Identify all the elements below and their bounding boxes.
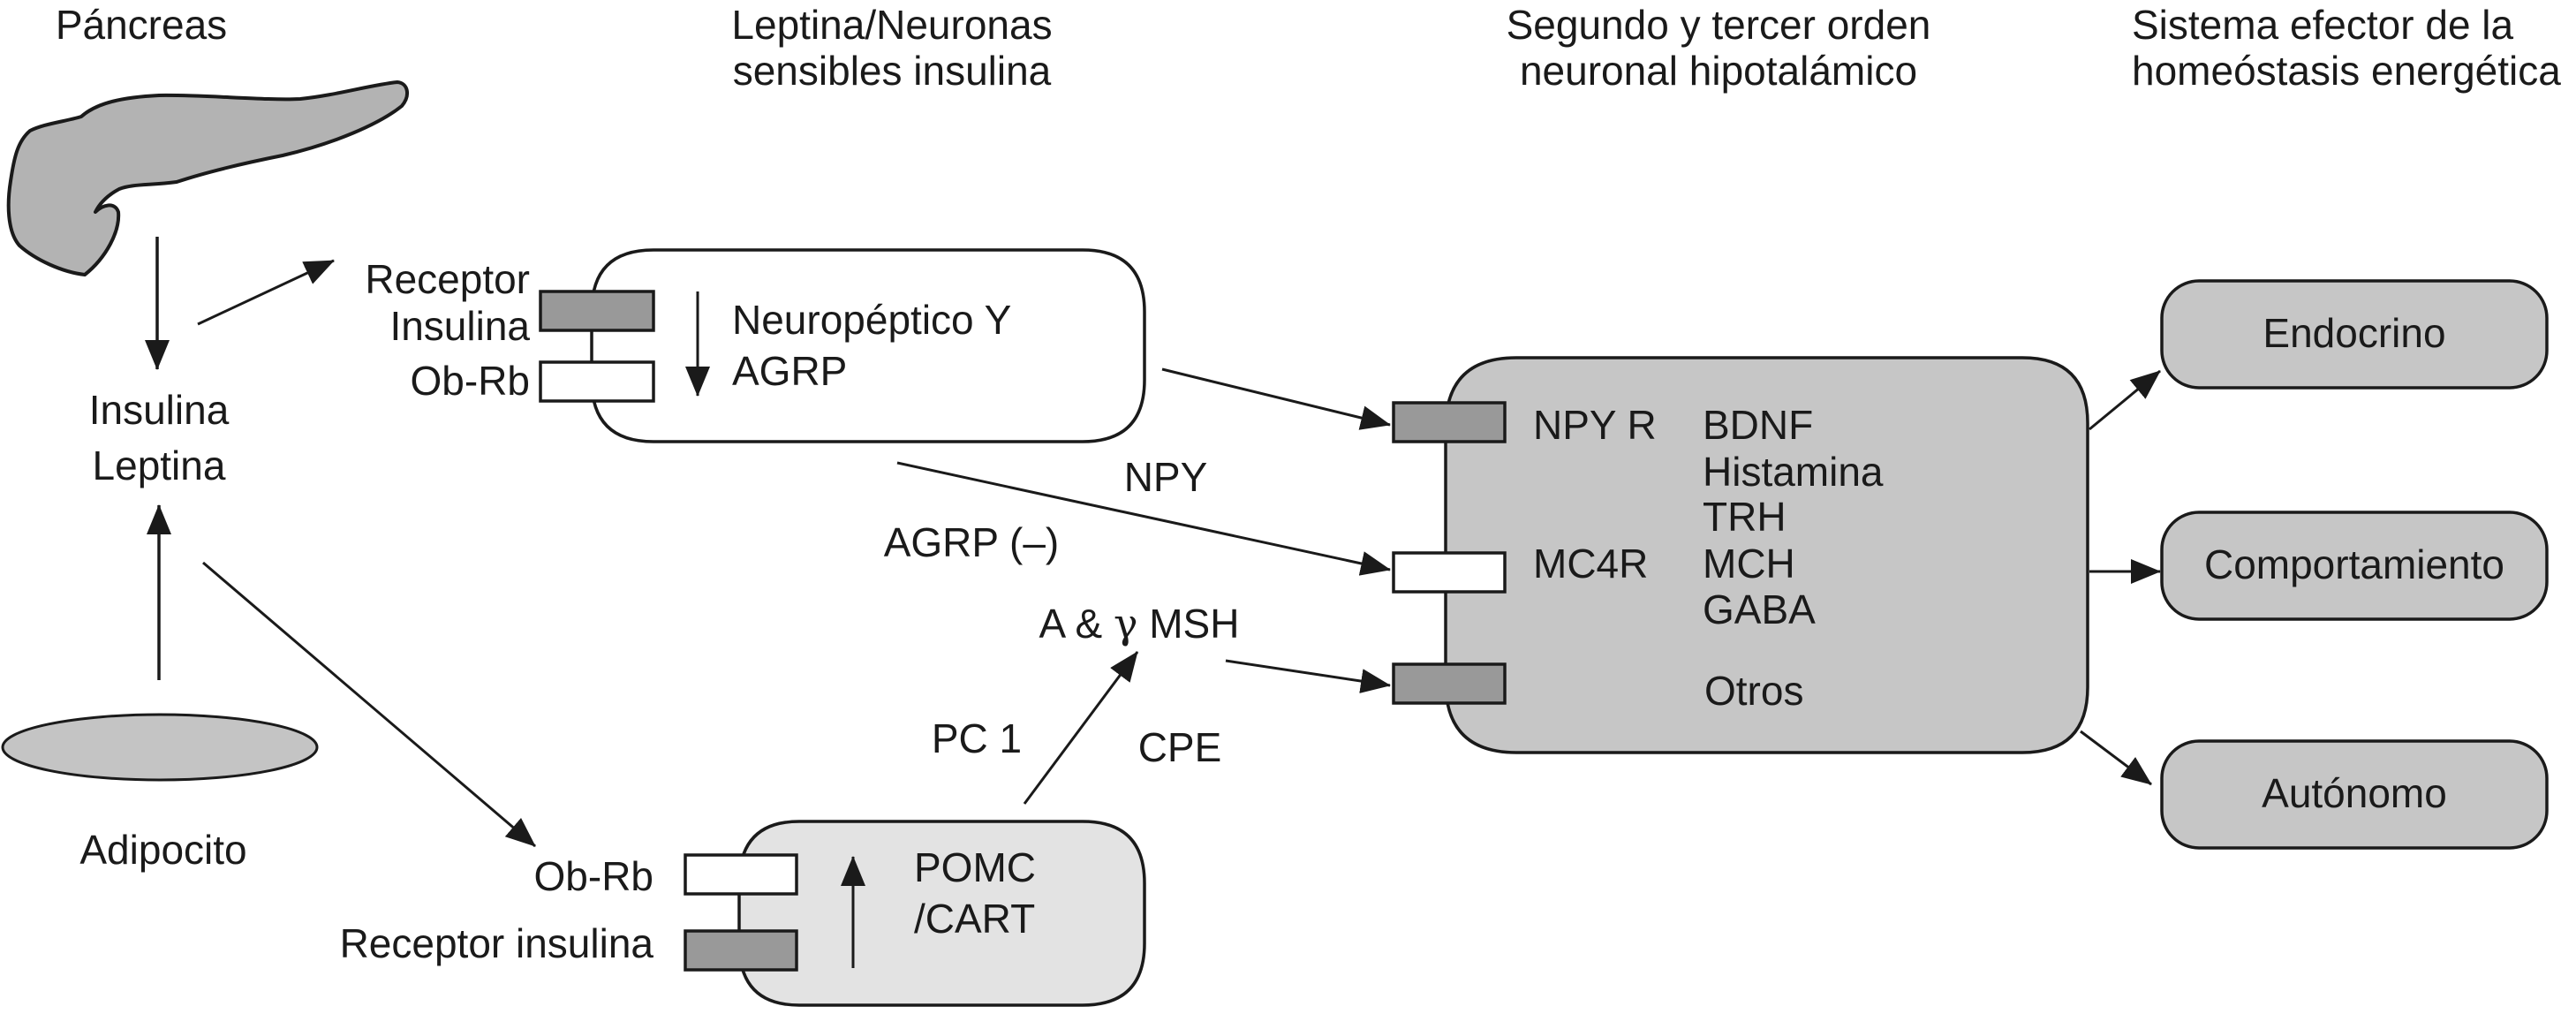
- insulin-receptor-anorexigenic: [684, 929, 798, 972]
- signal-msh-label: A & γ MSH: [1039, 600, 1240, 647]
- mediator-bdnf: BDNF: [1703, 402, 1813, 448]
- column-header-effector-line1: Sistema efector de la: [2132, 2, 2514, 48]
- arrow-npy-to-npyr: [1161, 367, 1391, 430]
- column-header-pancreas: Páncreas: [56, 2, 227, 48]
- signal-agrp-label: AGRP (–): [884, 519, 1060, 565]
- leptin-receptor-anorexigenic: [684, 853, 798, 896]
- mediator-trh: TRH: [1703, 494, 1787, 540]
- mediator-otros: Otros: [1704, 668, 1803, 714]
- arrow-to-autonomo: [2080, 730, 2152, 786]
- orexigenic-product-line1: Neuropéptico Y: [732, 297, 1011, 343]
- npy-receptor: [1392, 401, 1507, 443]
- receptor-label-mc4r: MC4R: [1533, 541, 1648, 586]
- arrow-pomc-to-msh: [1023, 651, 1139, 805]
- hormones-label-leptina: Leptina: [93, 443, 226, 488]
- column-header-hypothalamic-line1: Segundo y tercer orden: [1507, 2, 1931, 48]
- insulin-receptor-label-line1: Receptor: [365, 256, 530, 302]
- insulin-receptor-label-anorexigenic: Receptor insulina: [340, 920, 654, 966]
- adipocyte-label: Adipocito: [79, 827, 246, 873]
- effector-comportamiento: Comportamiento: [2160, 511, 2549, 621]
- signal-npy-label: NPY: [1124, 454, 1208, 500]
- pancreas-organ-icon: [6, 80, 409, 276]
- arrow-msh-to-receptor: [1225, 659, 1391, 693]
- enzyme-pc1-label: PC 1: [932, 715, 1022, 761]
- leptin-receptor-orexigenic: [539, 360, 655, 403]
- insulin-receptor-orexigenic: [539, 290, 655, 332]
- insulin-receptor-label-line2: Insulina: [389, 303, 530, 349]
- hormones-label-insulina: Insulina: [89, 387, 230, 433]
- column-header-neurons-line1: Leptina/Neuronas: [731, 2, 1052, 48]
- receptor-label-npyr: NPY R: [1533, 402, 1657, 448]
- anorexigenic-neuron: POMC /CART: [684, 820, 1146, 1007]
- effector-label-endocrino: Endocrino: [2262, 310, 2445, 356]
- orexigenic-neuron: Neuropéptico Y AGRP: [539, 248, 1146, 443]
- arrow-hormones-to-orexigenic-neuron: [197, 259, 335, 326]
- column-header-neurons-line2: sensibles insulina: [733, 48, 1052, 94]
- other-receptor: [1392, 662, 1507, 705]
- column-header-effector-line2: homeóstasis energética: [2132, 48, 2561, 94]
- anorexigenic-product-line2: /CART: [914, 896, 1035, 942]
- effector-autonomo: Autónomo: [2160, 739, 2549, 850]
- orexigenic-product-line2: AGRP: [732, 348, 847, 394]
- enzyme-cpe-label: CPE: [1138, 724, 1222, 770]
- effector-label-comportamiento: Comportamiento: [2204, 541, 2504, 587]
- arrow-hormones-to-anorexigenic-neuron: [202, 561, 536, 848]
- mediator-gaba: GABA: [1703, 586, 1816, 632]
- arrow-agrp-to-mc4r: [896, 461, 1391, 576]
- anorexigenic-product-line1: POMC: [914, 844, 1036, 890]
- mc4r-receptor: [1392, 551, 1507, 594]
- leptin-receptor-label-anorexigenic: Ob-Rb: [534, 853, 653, 899]
- adipocyte-shape: [1, 713, 319, 782]
- hypothalamic-neuron: NPY R MC4R BDNF Histamina TRH MCH GABA O…: [1392, 356, 2089, 754]
- effector-label-autonomo: Autónomo: [2262, 770, 2447, 816]
- column-header-hypothalamic-line2: neuronal hipotalámico: [1520, 48, 1917, 94]
- arrow-to-endocrino: [2089, 369, 2161, 431]
- effector-endocrino: Endocrino: [2160, 279, 2549, 390]
- mediator-histamina: Histamina: [1703, 449, 1884, 495]
- mediator-mch: MCH: [1703, 541, 1795, 586]
- leptin-receptor-label-orexigenic: Ob-Rb: [411, 358, 530, 404]
